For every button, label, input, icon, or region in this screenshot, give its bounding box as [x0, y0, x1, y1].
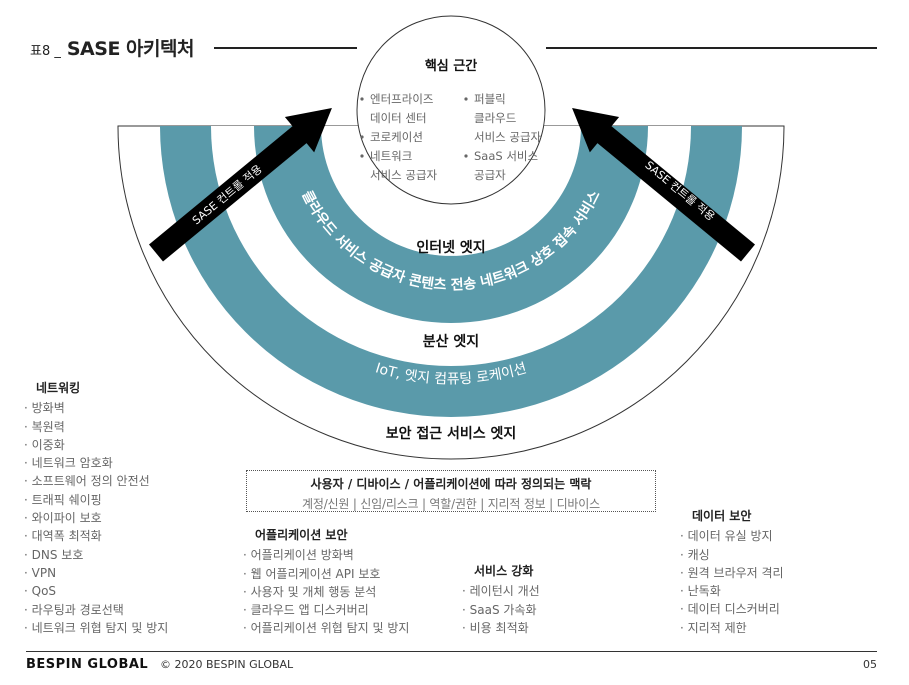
data-security-item: 캐싱	[680, 546, 784, 564]
secure-access-edge-label: 보안 접근 서비스 엣지	[386, 425, 517, 442]
footer-brand: BESPIN GLOBAL	[26, 657, 149, 672]
networking-item: VPN	[24, 564, 168, 582]
core-left-bullet	[360, 154, 364, 158]
internet-edge-label: 인터넷 엣지	[416, 239, 485, 256]
core-left-item: 엔터프라이즈	[370, 92, 433, 106]
core-right-bullet	[464, 154, 468, 158]
core-right-item: 공급자	[474, 168, 506, 182]
footer-rule	[26, 651, 877, 652]
app-security-item: 클라우드 앱 디스커버리	[243, 601, 409, 619]
app-security-item: 어플리케이션 위협 탐지 및 방지	[243, 619, 410, 637]
service-enhancement-item: 레이턴시 개선	[462, 582, 540, 600]
networking-item: 이중화	[24, 436, 168, 454]
core-right-bullet	[464, 97, 468, 101]
data-security-item: 난독화	[680, 582, 784, 600]
data-security-item: 원격 브라우저 격리	[680, 564, 784, 582]
data-security-item: 데이터 유실 방지	[680, 527, 784, 545]
core-right-item: 퍼블릭	[474, 92, 506, 106]
networking-item: 네트워크 암호화	[24, 454, 168, 472]
title-prefix: 표8 _	[30, 44, 61, 59]
footer-copyright: © 2020 BESPIN GLOBAL	[160, 658, 294, 671]
data-security-item: 데이터 디스커버리	[680, 600, 784, 618]
app-security-list: 어플리케이션 보안 어플리케이션 방화벽웹 어플리케이션 API 보호사용자 및…	[243, 526, 410, 638]
core-right-item: 클라우드	[474, 111, 516, 125]
core-right-item: 서비스 공급자	[474, 130, 542, 144]
core-left-bullet	[360, 97, 364, 101]
networking-item: 소프트웨어 정의 안전선	[24, 472, 168, 490]
networking-item: 라우팅과 경로선택	[24, 601, 168, 619]
page-title: 표8 _ SASE 아키텍처	[30, 34, 194, 61]
app-security-item: 웹 어플리케이션 API 보호	[243, 565, 409, 583]
app-security-item: 사용자 및 개체 행동 분석	[243, 583, 409, 601]
networking-item: 복원력	[24, 418, 168, 436]
core-left-item: 네트워크	[370, 149, 412, 163]
core-right-item: SaaS 서비스	[474, 149, 538, 163]
data-security-item: 지리적 제한	[680, 619, 784, 637]
app-security-item: 어플리케이션 방화벽	[243, 546, 409, 564]
context-items: 계정/신원 | 신임/리스크 | 역할/권한 | 지리적 정보 | 디바이스	[302, 497, 600, 511]
networking-item: QoS	[24, 582, 168, 600]
networking-item: DNS 보호	[24, 546, 168, 564]
title-main: SASE 아키텍처	[66, 38, 195, 60]
app-security-heading: 어플리케이션 보안	[255, 528, 348, 542]
data-security-heading: 데이터 보안	[692, 509, 752, 523]
core-left-item: 서비스 공급자	[370, 168, 438, 182]
networking-item: 네트워크 위협 탐지 및 방지	[24, 619, 169, 637]
networking-item: 방화벽	[24, 399, 168, 417]
service-enhancement-heading: 서비스 강화	[474, 564, 534, 578]
context-box: 사용자 / 디바이스 / 어플리케이션에 따라 정의되는 맥락 계정/신원 | …	[246, 470, 656, 512]
core-left-item: 데이터 센터	[370, 111, 427, 125]
networking-item: 대역폭 최적화	[24, 527, 168, 545]
service-enhancement-list: 서비스 강화 레이턴시 개선SaaS 가속화비용 최적화	[462, 562, 540, 637]
data-security-list: 데이터 보안 데이터 유실 방지캐싱원격 브라우저 격리난독화데이터 디스커버리…	[680, 507, 784, 637]
context-heading: 사용자 / 디바이스 / 어플리케이션에 따라 정의되는 맥락	[310, 477, 592, 491]
networking-heading: 네트워킹	[36, 381, 81, 395]
distributed-edge-label: 분산 엣지	[423, 333, 479, 350]
page-number: 05	[863, 658, 877, 671]
service-enhancement-item: 비용 최적화	[462, 619, 540, 637]
networking-list: 네트워킹 방화벽복원력이중화네트워크 암호화소프트웨어 정의 안전선트래픽 쉐이…	[24, 379, 169, 637]
core-left-bullet	[360, 135, 364, 139]
core-heading: 핵심 근간	[425, 58, 477, 74]
service-enhancement-item: SaaS 가속화	[462, 601, 540, 619]
core-left-item: 코로케이션	[370, 130, 423, 144]
networking-item: 트래픽 쉐이핑	[24, 491, 168, 509]
networking-item: 와이파이 보호	[24, 509, 168, 527]
core-circle	[356, 15, 546, 205]
